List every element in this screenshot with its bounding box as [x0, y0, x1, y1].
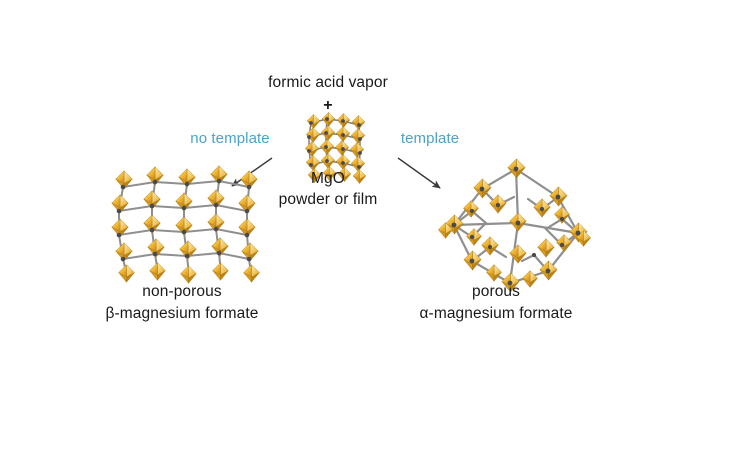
- mgo-particle-structure: [305, 112, 367, 184]
- left-product-porosity: non-porous: [142, 283, 222, 300]
- beta-magnesium-formate-structure: [111, 165, 260, 284]
- precursor-form: powder or film: [278, 191, 378, 208]
- right-product-porosity: porous: [472, 283, 520, 300]
- branch-label-no-template: no template: [190, 130, 270, 147]
- precursor-name: MgO: [311, 170, 345, 187]
- arrow-template: [397, 157, 441, 189]
- branch-label-template: template: [400, 130, 460, 147]
- reagent-label: formic acid vapor: [268, 74, 388, 91]
- arrow-no-template: [231, 157, 273, 187]
- plus-symbol: +: [323, 97, 333, 114]
- alpha-magnesium-formate-structure: [438, 158, 591, 293]
- left-product-name: β-magnesium formate: [105, 305, 259, 322]
- right-product-name: α-magnesium formate: [419, 305, 573, 322]
